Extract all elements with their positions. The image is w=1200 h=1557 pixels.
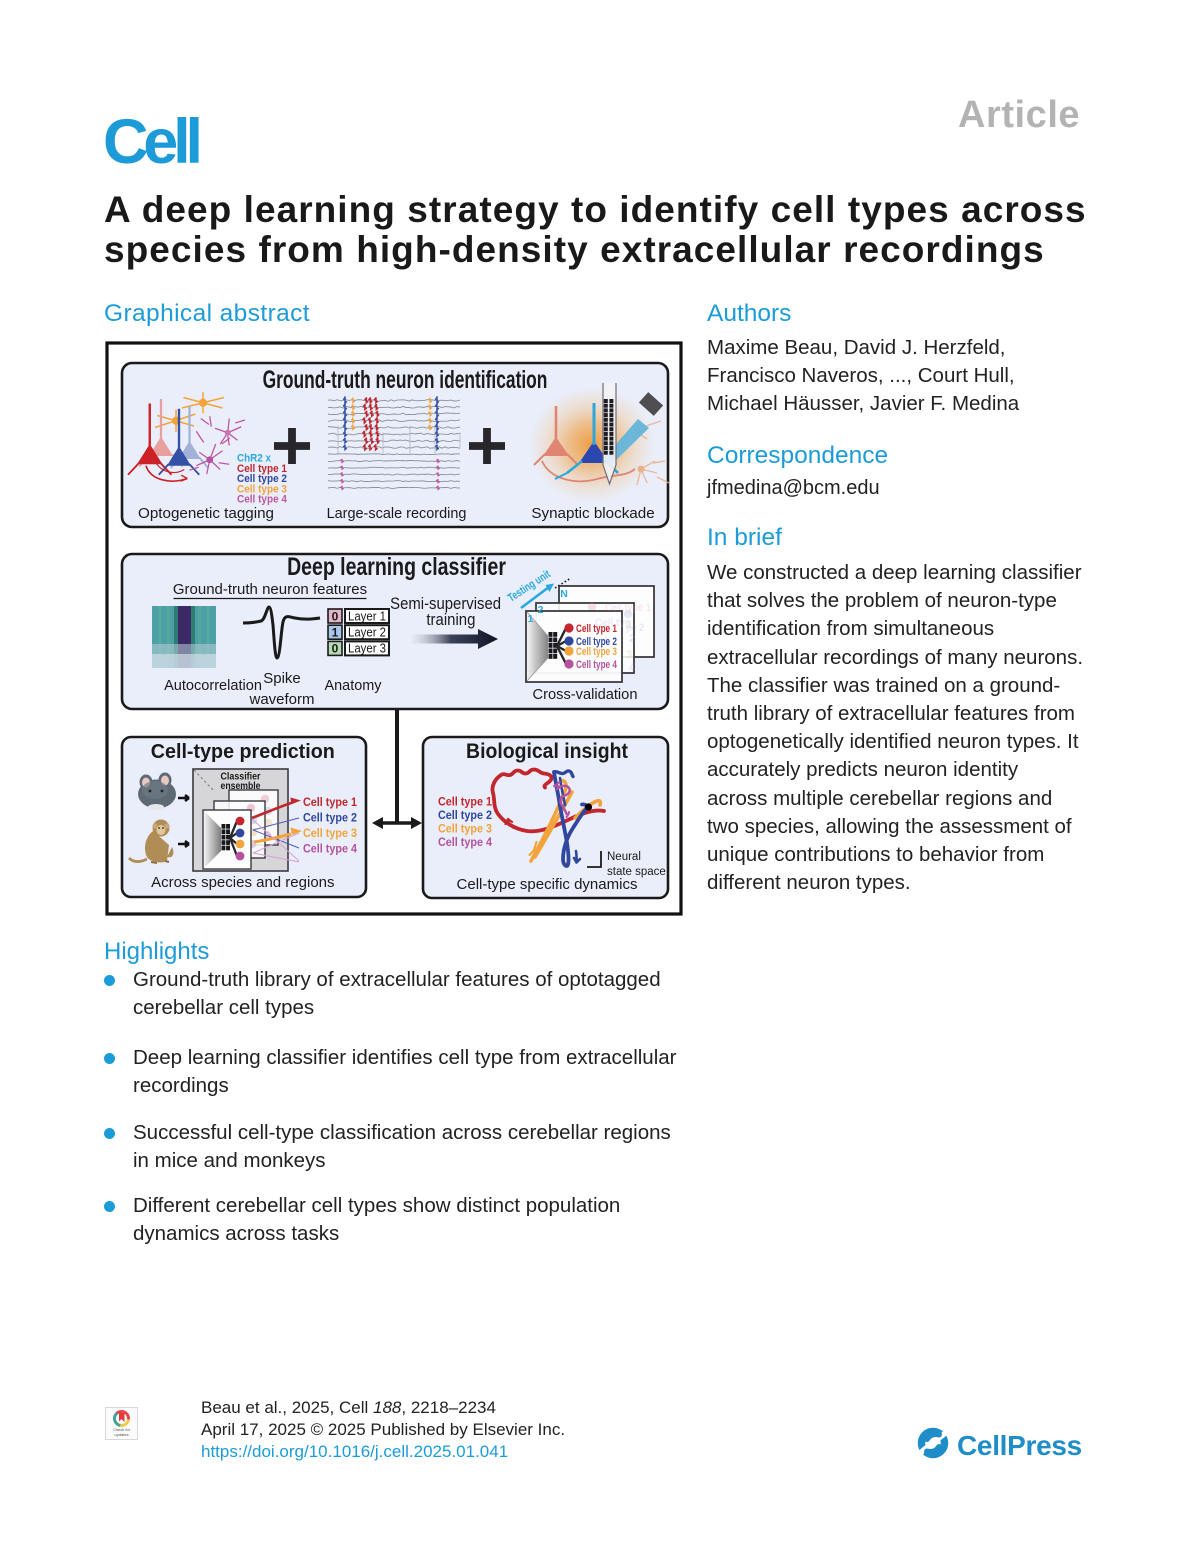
svg-text:waveform: waveform [248,691,314,708]
svg-text:Ground-truth neuron identifica: Ground-truth neuron identification [263,366,548,394]
svg-text:Cell type 3: Cell type 3 [237,483,287,496]
svg-text:1: 1 [332,626,339,640]
svg-text:Autocorrelation: Autocorrelation [164,678,262,694]
svg-text:Neural: Neural [607,851,641,863]
svg-text:Cell type 1: Cell type 1 [438,796,493,809]
svg-text:Optogenetic tagging: Optogenetic tagging [138,505,274,522]
svg-text:N: N [560,588,568,600]
svg-text:Classifier: Classifier [221,771,261,783]
svg-text:Cell type 2: Cell type 2 [237,473,287,486]
svg-text:Semi-supervised: Semi-supervised [390,595,501,613]
svg-text:Cell type 2: Cell type 2 [576,636,617,648]
svg-text:ensemble: ensemble [221,780,262,792]
svg-text:CellPress: CellPress [957,1430,1082,1461]
svg-text:2: 2 [629,633,635,645]
svg-text:ChR2 x: ChR2 x [237,452,271,465]
svg-text:Across species and regions: Across species and regions [151,874,334,891]
svg-text:Cell type 4: Cell type 4 [438,837,493,850]
svg-text:Cross-validation: Cross-validation [533,687,638,703]
svg-text:1: 1 [528,613,534,625]
svg-text:Cell typ: Cell typ [595,618,631,630]
svg-text:1: 1 [626,619,632,631]
svg-text:Cell type 3: Cell type 3 [438,823,492,836]
svg-text:Layer 1: Layer 1 [348,609,386,624]
svg-text:0: 0 [332,609,339,623]
svg-text:Cell type 4: Cell type 4 [303,843,358,856]
svg-text:pe 2: pe 2 [626,622,644,634]
svg-text:Cell type 2: Cell type 2 [438,810,492,823]
svg-text:Layer 2: Layer 2 [348,625,386,640]
svg-text:Cell-type prediction: Cell-type prediction [151,741,335,763]
svg-text:Biological insight: Biological insight [466,740,628,763]
svg-text:Ground-truth neuron features: Ground-truth neuron features [173,581,367,598]
svg-text:Cell type 1: Cell type 1 [576,623,617,635]
svg-text:Cell type 3: Cell type 3 [576,646,617,658]
svg-text:Cell type 2: Cell type 2 [303,812,357,825]
svg-text:training: training [426,611,475,629]
svg-text:3: 3 [626,649,632,661]
svg-text:Anatomy: Anatomy [325,678,383,694]
svg-text:Spike: Spike [263,670,301,687]
svg-text:Cell type 1: Cell type 1 [237,462,287,475]
svg-text:Cell type 4: Cell type 4 [576,659,617,671]
svg-text:Layer 3: Layer 3 [348,641,386,656]
svg-text:Synaptic blockade: Synaptic blockade [531,505,654,522]
svg-text:Cell type 4: Cell type 4 [237,493,287,506]
svg-text:0: 0 [332,642,339,656]
svg-text:Large-scale recording: Large-scale recording [327,506,467,522]
svg-text:state space: state space [607,866,666,878]
svg-text:Cell type 1: Cell type 1 [605,602,651,614]
svg-text:Deep learning classifier: Deep learning classifier [287,553,506,581]
svg-text:Cell type 1: Cell type 1 [303,797,358,810]
svg-text:4: 4 [629,662,636,674]
svg-text:Cell-type specific dynamics: Cell-type specific dynamics [457,876,638,893]
svg-text:Cell type 3: Cell type 3 [303,828,357,841]
svg-text:2: 2 [538,604,544,616]
